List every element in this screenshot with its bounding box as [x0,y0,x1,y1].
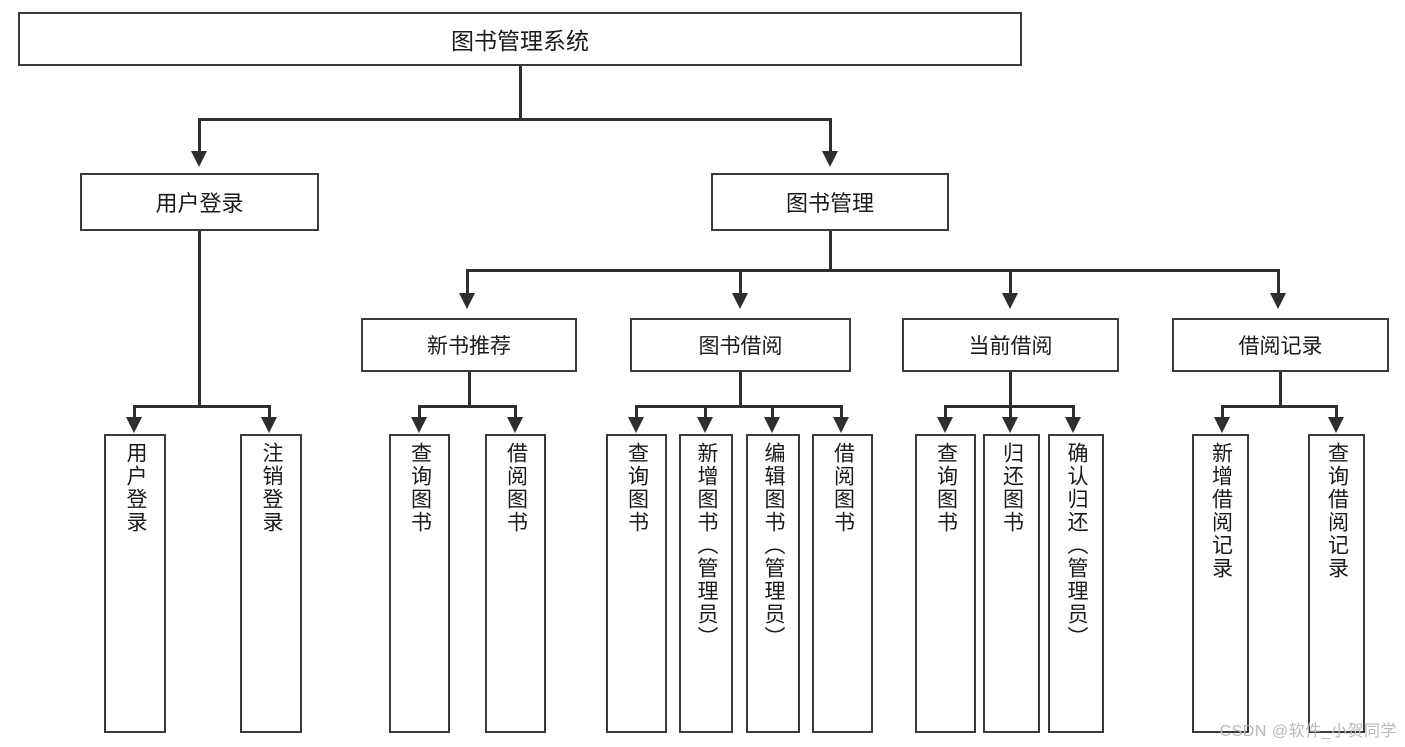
connector-book-borrow-drop-2 [704,405,707,419]
connector-book-mgmt-drop-3 [1009,269,1012,295]
arrow-to-leaf-logout [261,417,277,433]
node-label: 图书借阅 [698,335,783,358]
connector-new-book-drop-1 [418,405,421,419]
leaf-label: 新增图书（管理员） [695,442,719,649]
leaf-confirm-return-admin[interactable]: 确认归还（管理员） [1048,434,1104,733]
node-current-borrow[interactable]: 当前借阅 [902,318,1119,372]
connector-book-borrow-stem [739,372,742,408]
connector-book-mgmt-drop-2 [739,269,742,295]
node-label: 图书管理 [785,191,874,216]
connector-root-to-book-mgmt [829,118,832,155]
leaf-label: 查询图书 [934,442,958,534]
connector-borrow-record-drop-2 [1335,405,1338,419]
connector-root-bus [198,118,832,121]
arrow-to-leaf-query-book-b [628,417,644,433]
leaf-label: 用户登录 [124,442,148,534]
connector-book-borrow-drop-1 [635,405,638,419]
connector-user-login-bus [133,405,271,408]
leaf-label: 查询借阅记录 [1325,442,1349,580]
arrow-to-leaf-query-book-a [411,417,427,433]
arrow-to-leaf-return-book [1002,417,1018,433]
connector-user-login-drop-1 [133,405,136,419]
connector-borrow-record-bus [1221,405,1338,408]
arrow-to-new-book-recommend [459,293,475,309]
leaf-add-borrow-record[interactable]: 新增借阅记录 [1192,434,1249,733]
leaf-label: 注销登录 [260,442,284,534]
connector-book-borrow-drop-3 [771,405,774,419]
node-root-system[interactable]: 图书管理系统 [18,12,1022,66]
connector-book-mgmt-drop-4 [1277,269,1280,295]
node-borrow-record[interactable]: 借阅记录 [1172,318,1389,372]
arrow-to-leaf-edit-book [764,417,780,433]
leaf-label: 借阅图书 [504,442,528,534]
connector-book-borrow-drop-4 [840,405,843,419]
leaf-label: 查询图书 [408,442,432,534]
connector-book-mgmt-stem [829,231,832,272]
connector-book-borrow-bus [635,405,843,408]
leaf-logout[interactable]: 注销登录 [240,434,302,733]
connector-borrow-record-stem [1279,372,1282,408]
leaf-label: 编辑图书（管理员） [762,442,786,649]
arrow-to-leaf-query-borrow-record [1328,417,1344,433]
arrow-to-leaf-add-book [697,417,713,433]
leaf-borrow-book-borrow[interactable]: 借阅图书 [812,434,873,733]
arrow-to-leaf-borrow-book-b [833,417,849,433]
leaf-label: 归还图书 [1000,442,1024,534]
arrow-to-leaf-query-book-c [937,417,953,433]
leaf-query-borrow-record[interactable]: 查询借阅记录 [1308,434,1365,733]
connector-current-borrow-drop-1 [944,405,947,419]
node-label: 图书管理系统 [451,28,589,54]
connector-current-borrow-drop-2 [1009,405,1012,419]
leaf-label: 新增借阅记录 [1209,442,1233,580]
leaf-query-book-current[interactable]: 查询图书 [915,434,976,733]
watermark-text: CSDN @软件_小贺同学 [1219,723,1397,740]
leaf-label: 确认归还（管理员） [1065,442,1089,649]
connector-user-login-stem [198,231,201,408]
connector-new-book-bus [418,405,517,408]
leaf-return-book[interactable]: 归还图书 [983,434,1040,733]
node-user-login[interactable]: 用户登录 [80,173,319,231]
leaf-label: 借阅图书 [831,442,855,534]
connector-current-borrow-stem [1009,372,1012,408]
leaf-edit-book-admin[interactable]: 编辑图书（管理员） [746,434,800,733]
connector-borrow-record-drop-1 [1221,405,1224,419]
connector-root-stem [519,66,522,118]
arrow-to-leaf-add-borrow-record [1214,417,1230,433]
leaf-label: 查询图书 [625,442,649,534]
connector-book-mgmt-bus [466,269,1280,272]
leaf-user-login[interactable]: 用户登录 [104,434,166,733]
connector-user-login-drop-2 [268,405,271,419]
node-new-book-recommend[interactable]: 新书推荐 [361,318,577,372]
arrow-to-leaf-confirm-return [1065,417,1081,433]
leaf-add-book-admin[interactable]: 新增图书（管理员） [679,434,733,733]
connector-root-to-user-login [198,118,201,155]
node-book-management[interactable]: 图书管理 [711,173,949,231]
arrow-to-book-borrow [732,293,748,309]
arrow-to-current-borrow [1002,293,1018,309]
arrow-to-book-mgmt [822,151,838,167]
leaf-borrow-book-recommend[interactable]: 借阅图书 [485,434,546,733]
node-label: 新书推荐 [427,335,511,358]
leaf-query-book-borrow[interactable]: 查询图书 [606,434,667,733]
node-label: 当前借阅 [968,335,1053,358]
connector-new-book-drop-2 [514,405,517,419]
arrow-to-user-login [191,151,207,167]
arrow-to-leaf-user-login [126,417,142,433]
arrow-to-leaf-borrow-book-a [507,417,523,433]
arrow-to-borrow-record [1270,293,1286,309]
connector-new-book-stem [468,372,471,408]
connector-book-mgmt-drop-1 [466,269,469,295]
node-label: 用户登录 [155,191,244,216]
node-book-borrow[interactable]: 图书借阅 [630,318,851,372]
leaf-query-book-recommend[interactable]: 查询图书 [389,434,450,733]
node-label: 借阅记录 [1238,335,1323,358]
connector-current-borrow-drop-3 [1072,405,1075,419]
